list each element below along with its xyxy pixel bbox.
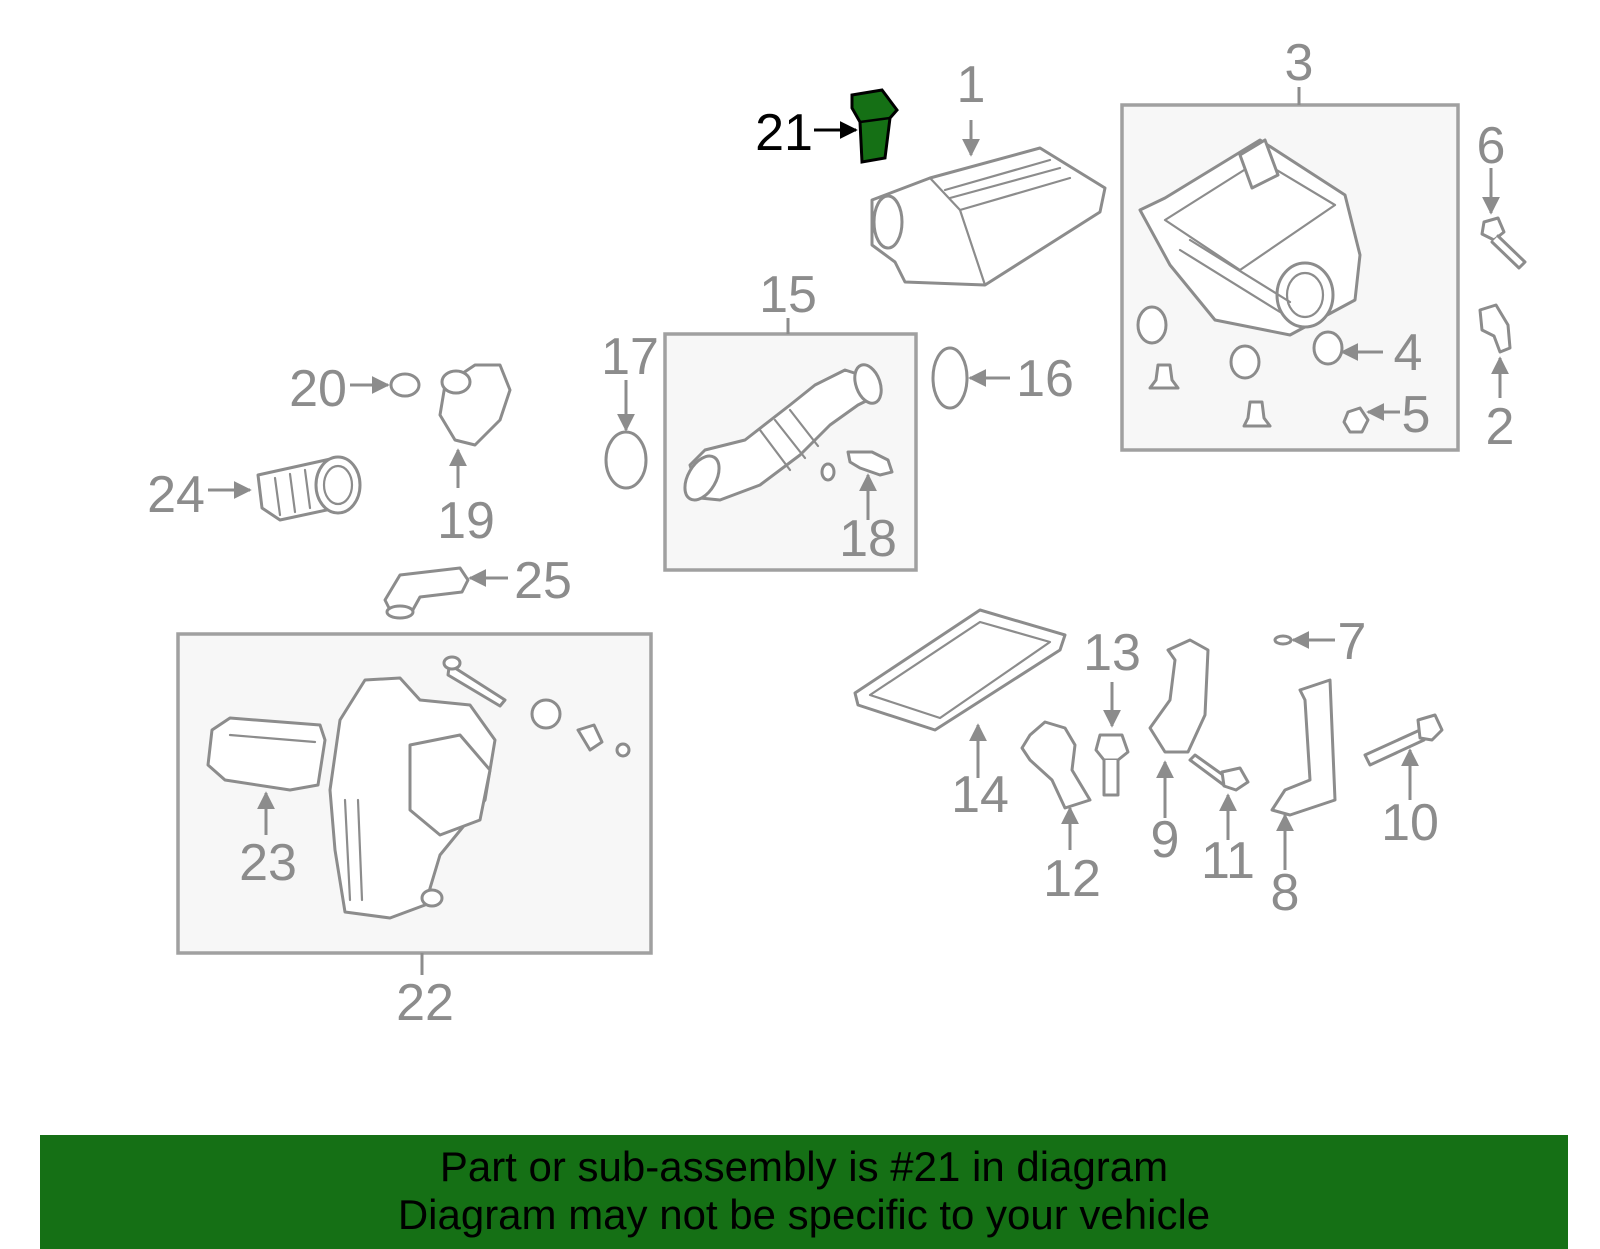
part-7-clip bbox=[1273, 634, 1293, 646]
callout-18: 18 bbox=[839, 510, 897, 568]
part-12-bracket bbox=[1020, 720, 1092, 810]
part-16-clamp bbox=[931, 346, 969, 410]
callout-21-highlighted: 21 bbox=[755, 104, 813, 162]
callout-10: 10 bbox=[1381, 794, 1439, 852]
callout-7: 7 bbox=[1338, 613, 1367, 671]
part-18-sensor bbox=[820, 450, 894, 482]
part-2-clip bbox=[1478, 303, 1512, 354]
callout-labels: 1 2 3 4 5 6 7 8 9 10 11 12 13 14 15 16 1… bbox=[147, 34, 1514, 1032]
part-22-assembly bbox=[328, 655, 631, 920]
callout-15: 15 bbox=[759, 266, 817, 324]
part-17-clamp bbox=[604, 430, 648, 490]
part-25-hose bbox=[383, 566, 470, 620]
callout-3: 3 bbox=[1285, 34, 1314, 92]
part-8-bracket bbox=[1270, 678, 1337, 817]
part-13-bolt bbox=[1094, 733, 1130, 797]
part-6-bolt bbox=[1480, 216, 1527, 270]
callout-23: 23 bbox=[239, 834, 297, 892]
callout-16: 16 bbox=[1016, 350, 1074, 408]
part-24-duct bbox=[256, 455, 362, 522]
callout-13: 13 bbox=[1083, 624, 1141, 682]
callout-9: 9 bbox=[1151, 811, 1180, 869]
callout-24: 24 bbox=[147, 466, 205, 524]
part-1-cover bbox=[870, 146, 1107, 287]
part-14-filter bbox=[853, 608, 1067, 732]
callout-11: 11 bbox=[1201, 832, 1255, 890]
part-15-intake-tube bbox=[683, 363, 883, 502]
part-9-bracket bbox=[1148, 638, 1210, 754]
info-banner: Part or sub-assembly is #21 in diagram D… bbox=[40, 1135, 1568, 1249]
callout-4: 4 bbox=[1394, 324, 1423, 382]
callout-19: 19 bbox=[437, 492, 495, 550]
callout-8: 8 bbox=[1271, 864, 1300, 922]
callout-5: 5 bbox=[1402, 386, 1431, 444]
callout-12: 12 bbox=[1043, 850, 1101, 908]
part-10-bolt bbox=[1363, 713, 1444, 767]
callout-22: 22 bbox=[396, 974, 454, 1032]
banner-line-part-number: Part or sub-assembly is #21 in diagram bbox=[439, 1143, 1169, 1190]
part-20-clamp bbox=[389, 372, 421, 398]
part-21-highlighted[interactable] bbox=[850, 88, 899, 164]
part-3-housing bbox=[1138, 138, 1362, 337]
callout-20: 20 bbox=[289, 360, 347, 418]
banner-line-disclaimer: Diagram may not be specific to your vehi… bbox=[397, 1191, 1211, 1238]
part-11-bolt bbox=[1188, 753, 1250, 792]
part-19-resonator bbox=[438, 363, 512, 447]
part-23-duct bbox=[206, 716, 327, 792]
callout-6: 6 bbox=[1477, 117, 1506, 175]
callout-14: 14 bbox=[951, 766, 1009, 824]
callout-17: 17 bbox=[601, 328, 659, 386]
callout-1: 1 bbox=[957, 56, 986, 114]
callout-25: 25 bbox=[514, 552, 572, 610]
callout-2: 2 bbox=[1486, 398, 1515, 456]
